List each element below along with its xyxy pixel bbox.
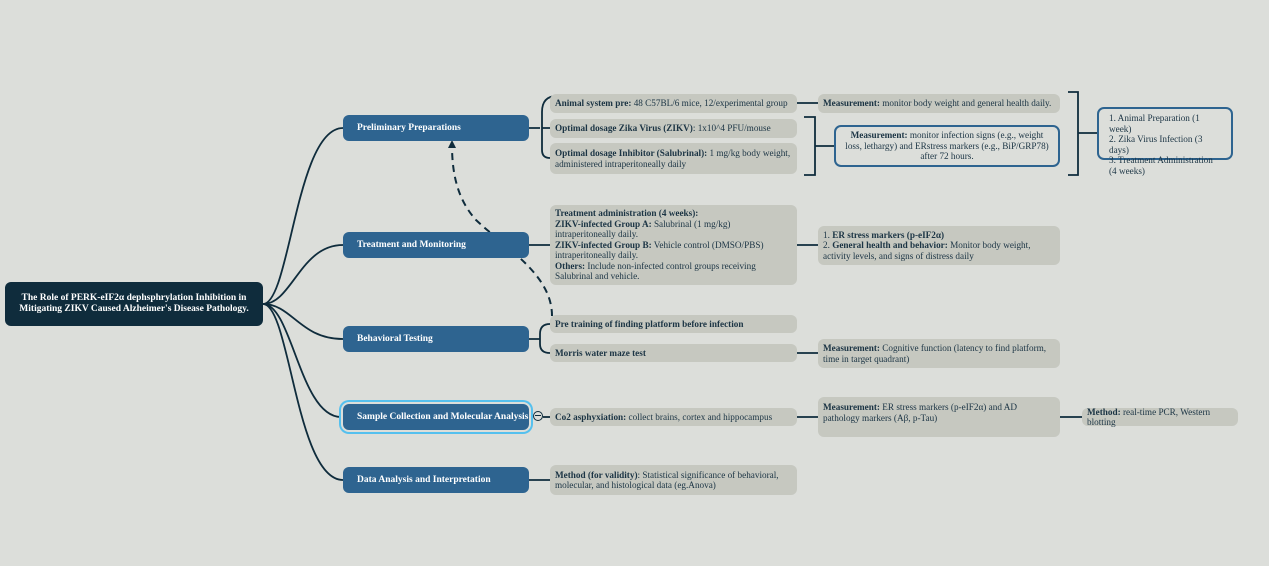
leaf-label: Method:: [1087, 406, 1121, 417]
branch-label: Treatment and Monitoring: [357, 240, 466, 250]
link-root-treatment: [262, 244, 344, 305]
leaf-label: Co2 asphyxiation:: [555, 411, 627, 422]
leaf-text: collect brains, cortex and hippocampus: [626, 411, 773, 422]
relation-arrowhead: [448, 140, 456, 148]
link-root-behavioral: [262, 303, 344, 340]
leaf-animal-system[interactable]: Animal system pre: 48 C57BL/6 mice, 12/e…: [550, 94, 797, 113]
branch-data-analysis[interactable]: Data Analysis and Interpretation: [343, 467, 529, 493]
timeline-item: 1. Animal Preparation (1 week): [1109, 113, 1200, 134]
leaf-label: Animal system pre:: [555, 98, 632, 109]
root-topic[interactable]: The Role of PERK-eIF2α dephsphrylation I…: [5, 282, 263, 326]
leaf-measurement-markers[interactable]: Measurement: ER stress markers (p-eIF2α)…: [818, 397, 1060, 437]
leaf-text: 2.: [823, 240, 833, 251]
leaf-pre-training[interactable]: Pre training of finding platform before …: [550, 315, 797, 333]
leaf-method-validity[interactable]: Method (for validity): Statistical signi…: [550, 465, 797, 495]
branch-label: Behavioral Testing: [357, 334, 433, 344]
leaf-label: Measurement:: [823, 402, 880, 412]
collapse-handle-icon[interactable]: [533, 411, 543, 421]
leaf-measurement-cognitive[interactable]: Measurement: Cognitive function (latency…: [818, 339, 1060, 368]
leaf-label: Pre training of finding platform before …: [555, 318, 744, 329]
leaf-co2-asphyxiation[interactable]: Co2 asphyxiation: collect brains, cortex…: [550, 408, 797, 426]
leaf-text: 1.: [823, 229, 833, 240]
leaf-label: Measurement:: [850, 130, 908, 141]
leaf-text: Cognitive function (latency to find plat…: [823, 343, 1047, 364]
leaf-label: ER stress markers (p-eIF2α): [832, 229, 945, 240]
leaf-method-pcr[interactable]: Method: real-time PCR, Western blotting: [1082, 406, 1238, 428]
leaf-text: 48 C57BL/6 mice, 12/experimental group: [631, 98, 788, 109]
leaf-text: : 1x10^4 PFU/mouse: [692, 123, 771, 134]
link-behavioral-children: [529, 323, 551, 354]
leaf-label: ZIKV-infected Group A:: [555, 218, 652, 229]
leaf-text: Include non-infected control groups rece…: [555, 260, 756, 282]
branch-label: Data Analysis and Interpretation: [357, 475, 491, 485]
leaf-text: monitor body weight and general health d…: [879, 98, 1052, 109]
root-title: The Role of PERK-eIF2α dephsphrylation I…: [19, 293, 249, 314]
leaf-label: Method (for validity): [555, 469, 638, 480]
leaf-text: ER stress markers (p-eIF2α) and AD patho…: [823, 402, 1017, 423]
bracket-zikv-inhibitor: [804, 116, 834, 176]
leaf-label: Optimal dosage Zika Virus (ZIKV): [555, 123, 693, 134]
branch-behavioral-testing[interactable]: Behavioral Testing: [343, 326, 529, 352]
bracket-timeline: [1068, 91, 1097, 176]
leaf-label: Treatment administration (4 weeks):: [555, 208, 699, 219]
leaf-monitoring-markers[interactable]: 1. ER stress markers (p-eIF2α) 2. Genera…: [818, 226, 1060, 265]
branch-treatment-monitoring[interactable]: Treatment and Monitoring: [343, 232, 529, 258]
leaf-label: Measurement:: [823, 98, 880, 109]
leaf-text: Monitor body weight, activity levels, an…: [823, 240, 1031, 261]
leaf-measurement-body-weight[interactable]: Measurement: monitor body weight and gen…: [818, 94, 1060, 113]
leaf-label: General health and behavior:: [832, 240, 948, 251]
leaf-label: Optimal dosage Inhibitor (Salubrinal):: [555, 148, 708, 158]
leaf-treatment-administration[interactable]: Treatment administration (4 weeks): ZIKV…: [550, 205, 797, 285]
leaf-text: Vehicle control (DMSO/PBS) intraperitone…: [555, 239, 764, 261]
link-root-data: [262, 303, 344, 481]
leaf-label: Morris water maze test: [555, 347, 646, 358]
leaf-label: ZIKV-infected Group B:: [555, 239, 652, 250]
timeline-item: 2. Zika Virus Infection (3 days): [1109, 134, 1203, 155]
leaf-text: monitor infection signs (e.g., weight lo…: [845, 130, 1049, 162]
branch-preliminary-preparations[interactable]: Preliminary Preparations: [343, 115, 529, 141]
timeline-item: 3. Treatment Administration (4 weeks): [1109, 155, 1213, 176]
leaf-label: Measurement:: [823, 343, 880, 353]
relation-arrow: [451, 144, 553, 317]
leaf-measurement-infection[interactable]: Measurement: monitor infection signs (e.…: [834, 125, 1060, 167]
branch-sample-collection[interactable]: Sample Collection and Molecular Analysis: [343, 404, 529, 430]
leaf-text: : Statistical significance of behavioral…: [555, 469, 779, 491]
leaf-text: 1 mg/kg body weight, administered intrap…: [555, 148, 791, 169]
leaf-label: Others:: [555, 260, 586, 271]
link-prelim-children: [529, 95, 558, 159]
leaf-inhibitor-dosage[interactable]: Optimal dosage Inhibitor (Salubrinal): 1…: [550, 143, 797, 174]
timeline-summary[interactable]: 1. Animal Preparation (1 week) 2. Zika V…: [1097, 107, 1233, 176]
branch-label: Sample Collection and Molecular Analysis: [357, 412, 529, 422]
leaf-zikv-dosage[interactable]: Optimal dosage Zika Virus (ZIKV): 1x10^4…: [550, 119, 797, 138]
leaf-text: real-time PCR, Western blotting: [1087, 406, 1211, 428]
link-root-sample: [262, 303, 342, 418]
branch-label: Preliminary Preparations: [357, 123, 461, 133]
leaf-morris-water-maze[interactable]: Morris water maze test: [550, 344, 797, 362]
link-root-prelim: [262, 127, 344, 305]
leaf-text: Salubrinal (1 mg/kg) intraperitoneally d…: [555, 218, 731, 240]
